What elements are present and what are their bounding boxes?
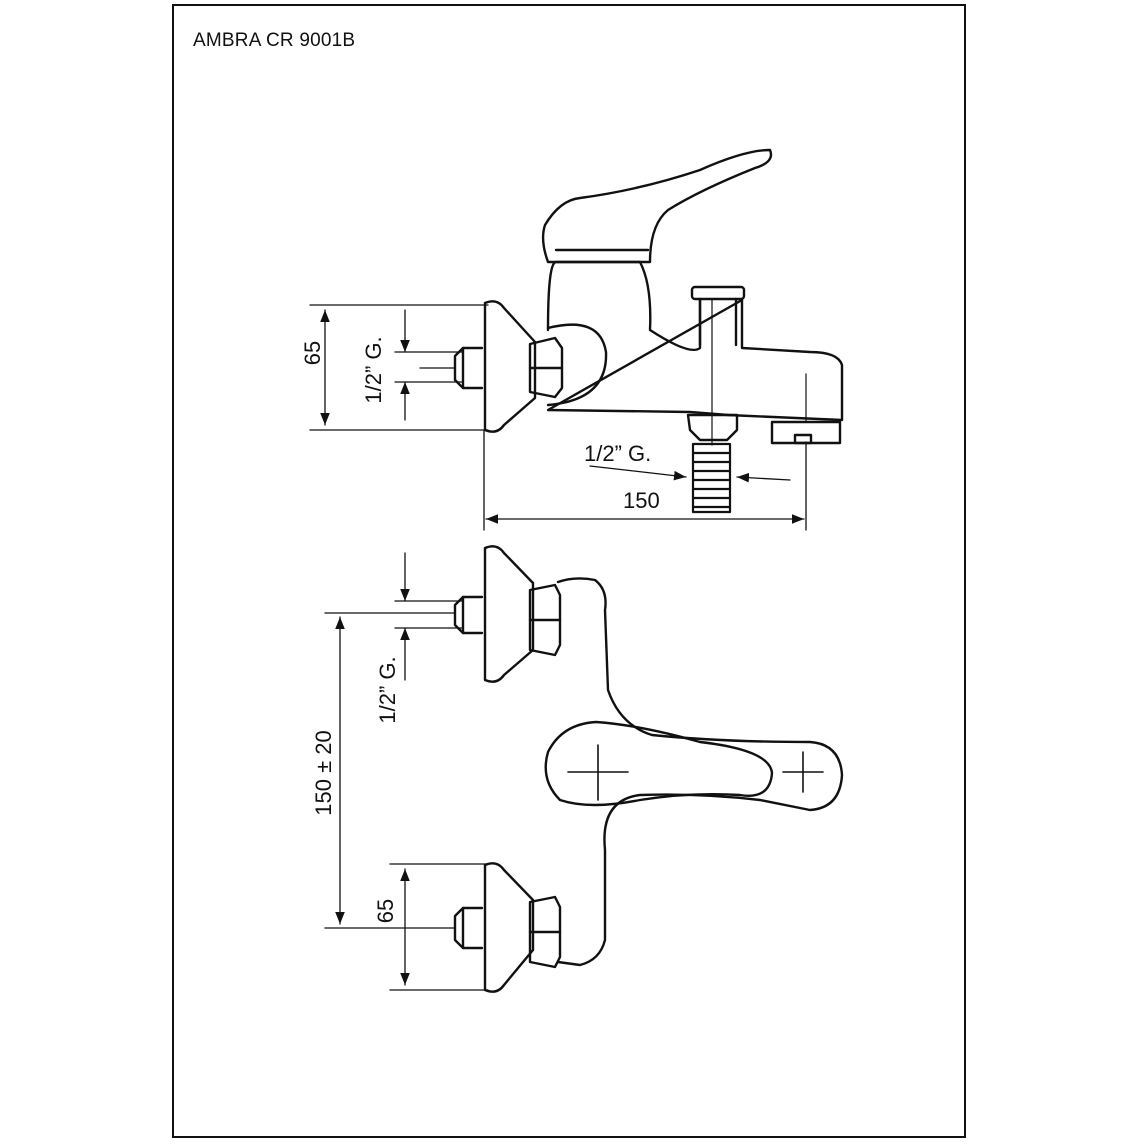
front-inlet-nipple-lower — [453, 906, 484, 950]
side-hose-connector — [686, 413, 739, 442]
front-dim-center-distance-label: 150 ± 20 — [311, 730, 336, 815]
front-escutcheon-lower — [483, 862, 535, 993]
side-spout-outlet — [770, 420, 842, 445]
front-mixer-body — [556, 577, 844, 967]
front-view — [324, 545, 844, 993]
front-escutcheon-upper — [483, 545, 535, 683]
front-dim-height — [389, 863, 489, 991]
side-dim-outlet-label: 1/2” G. — [584, 441, 651, 466]
front-cross-marks — [567, 744, 824, 801]
side-dim-projection — [483, 429, 807, 531]
side-dim-inlet-label: 1/2” G. — [361, 336, 386, 403]
side-dim-height — [309, 304, 489, 431]
front-dim-inlet-thread — [394, 552, 464, 681]
product-title: AMBRA CR 9001B — [193, 30, 356, 51]
front-lever-head — [544, 720, 774, 807]
side-hose — [691, 442, 732, 514]
side-escutcheon — [483, 300, 537, 433]
front-dim-height-label: 65 — [373, 899, 398, 923]
drawing-frame — [172, 4, 966, 1138]
side-dim-outlet-thread — [589, 465, 791, 483]
side-eccentric-cap — [546, 323, 608, 407]
side-handle — [541, 148, 773, 264]
front-inlet-nipple-upper — [453, 595, 484, 635]
side-hex-nut — [528, 336, 564, 399]
side-diverter-knob — [690, 285, 746, 301]
front-hex-nut-upper — [528, 583, 562, 657]
front-dim-center-distance — [324, 612, 456, 929]
side-dim-inlet-thread — [394, 309, 464, 421]
side-dim-projection-label: 150 — [623, 488, 660, 513]
front-hex-nut-lower — [528, 895, 562, 969]
side-view — [309, 148, 844, 531]
side-dim-height-label: 65 — [300, 341, 325, 365]
front-dim-inlet-label: 1/2” G. — [375, 656, 400, 723]
side-mixer-body — [546, 260, 844, 422]
